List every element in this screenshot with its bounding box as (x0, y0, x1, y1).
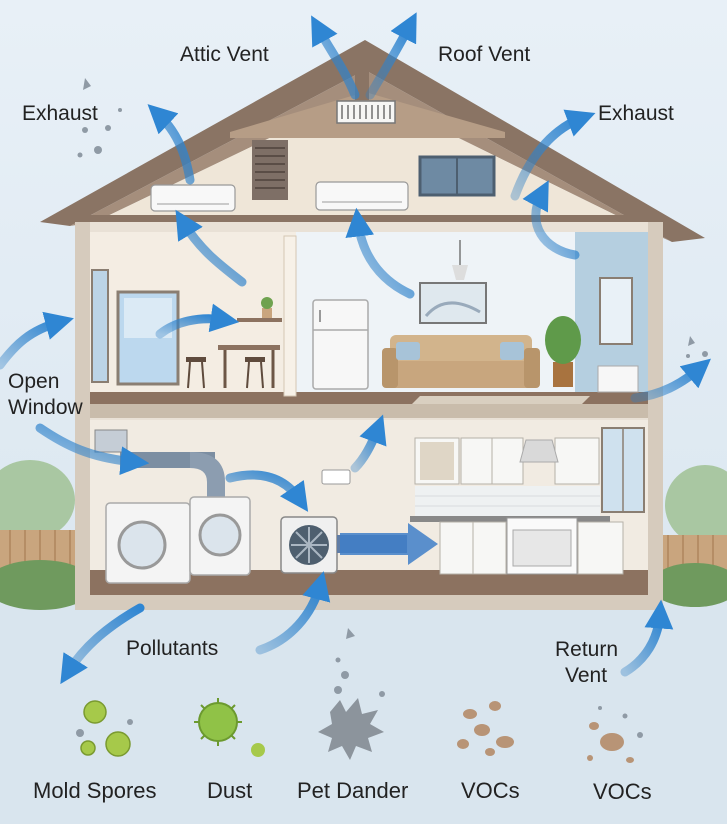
legend-label-dust: Dust (207, 778, 253, 803)
return-vent-label-line2: Vent (565, 664, 608, 687)
airflow-arrow-return-vent (620, 599, 674, 677)
airflow-arrow-exhaust-side (630, 358, 711, 403)
airflow-arrows (0, 12, 711, 685)
airflow-arrow-open-window-lower (35, 423, 150, 476)
airflow-arrow-pollutants-in (255, 571, 331, 655)
legend-label-mold-spores: Mold Spores (33, 778, 157, 803)
yard-left (0, 460, 95, 610)
pollutants-label: Pollutants (126, 637, 219, 660)
legend-label-vocs-1: VOCs (461, 778, 520, 803)
open-window-label-line1: Open (8, 370, 60, 393)
exhaust-right-label: Exhaust (598, 102, 674, 125)
airflow-arrow-exhaust-left (147, 104, 195, 185)
ground-area (0, 600, 727, 824)
floating-particles (77, 78, 708, 679)
voc-icon (587, 706, 643, 763)
airflow-arrow-pollutants-out (60, 603, 145, 685)
airflow-arrow-thermostat-up (350, 414, 387, 473)
airflow-arrow-window-in (155, 303, 240, 339)
airflow-arrow-upper-mid (345, 207, 415, 299)
legend-label-pet-dander: Pet Dander (297, 778, 409, 803)
airflow-arrow-attic-vent (311, 15, 360, 100)
pet-dander-icon (318, 686, 385, 760)
open-window-label-line2: Window (8, 396, 83, 419)
airflow-arrow-open-window-upper (0, 311, 74, 370)
supply-duct-arrow (340, 523, 438, 565)
voc-icon (457, 701, 514, 756)
roof-vent-label: Roof Vent (438, 43, 531, 66)
airflow-arrow-roof-vent (365, 12, 417, 100)
airflow-arrow-upper-left (175, 209, 247, 287)
dust-icon (194, 698, 265, 757)
airflow-arrow-to-furnace (225, 470, 309, 512)
legend-label-vocs-2: VOCs (593, 779, 652, 804)
airflow-arrow-upper-return (522, 180, 580, 260)
yard-right (650, 465, 727, 607)
airflow-arrow-exhaust-right (510, 109, 596, 201)
mold-spore-icon (76, 700, 133, 757)
exhaust-left-label: Exhaust (22, 102, 98, 125)
return-vent-label-line1: Return (555, 638, 619, 661)
attic-vent-label: Attic Vent (180, 43, 269, 66)
